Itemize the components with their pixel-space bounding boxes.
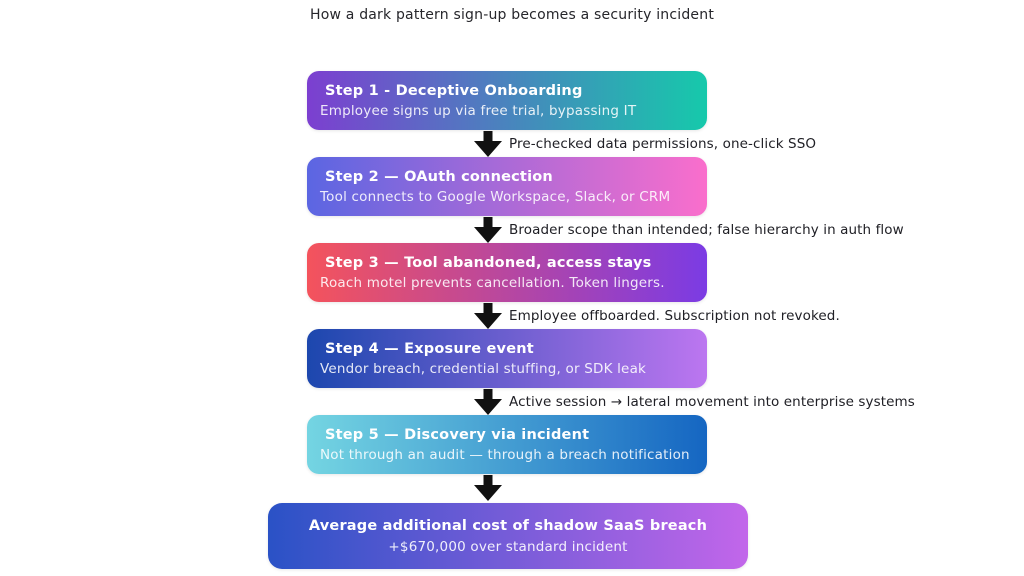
down-arrow-icon: [474, 303, 502, 329]
step-2-subtext: Tool connects to Google Workspace, Slack…: [320, 188, 671, 205]
result-heading: Average additional cost of shadow SaaS b…: [308, 517, 708, 534]
step-3-heading: Step 3 — Tool abandoned, access stays: [325, 254, 652, 271]
down-arrow-icon: [474, 389, 502, 415]
step-box-3: Step 3 — Tool abandoned, access stays Ro…: [307, 243, 707, 302]
result-subtext: +$670,000 over standard incident: [388, 538, 628, 555]
result-box: Average additional cost of shadow SaaS b…: [268, 503, 748, 569]
step-box-2: Step 2 — OAuth connection Tool connects …: [307, 157, 707, 216]
step-3-subtext: Roach motel prevents cancellation. Token…: [320, 274, 665, 291]
down-arrow-icon: [474, 131, 502, 157]
step-2-heading: Step 2 — OAuth connection: [325, 168, 553, 185]
arrow-annotation-2: Broader scope than intended; false hiera…: [509, 222, 904, 238]
step-box-5: Step 5 — Discovery via incident Not thro…: [307, 415, 707, 474]
arrow-annotation-3: Employee offboarded. Subscription not re…: [509, 308, 840, 324]
down-arrow-icon: [474, 475, 502, 501]
step-4-subtext: Vendor breach, credential stuffing, or S…: [320, 360, 647, 377]
step-box-4: Step 4 — Exposure event Vendor breach, c…: [307, 329, 707, 388]
page-title: How a dark pattern sign-up becomes a sec…: [309, 7, 715, 23]
step-1-subtext: Employee signs up via free trial, bypass…: [320, 102, 637, 119]
step-box-1: Step 1 - Deceptive Onboarding Employee s…: [307, 71, 707, 130]
down-arrow-icon: [474, 217, 502, 243]
arrow-annotation-4: Active session → lateral movement into e…: [509, 394, 915, 410]
step-5-subtext: Not through an audit — through a breach …: [320, 446, 690, 463]
step-5-heading: Step 5 — Discovery via incident: [325, 426, 590, 443]
step-1-heading: Step 1 - Deceptive Onboarding: [325, 82, 583, 99]
arrow-annotation-1: Pre-checked data permissions, one-click …: [509, 136, 817, 152]
step-4-heading: Step 4 — Exposure event: [325, 340, 534, 357]
